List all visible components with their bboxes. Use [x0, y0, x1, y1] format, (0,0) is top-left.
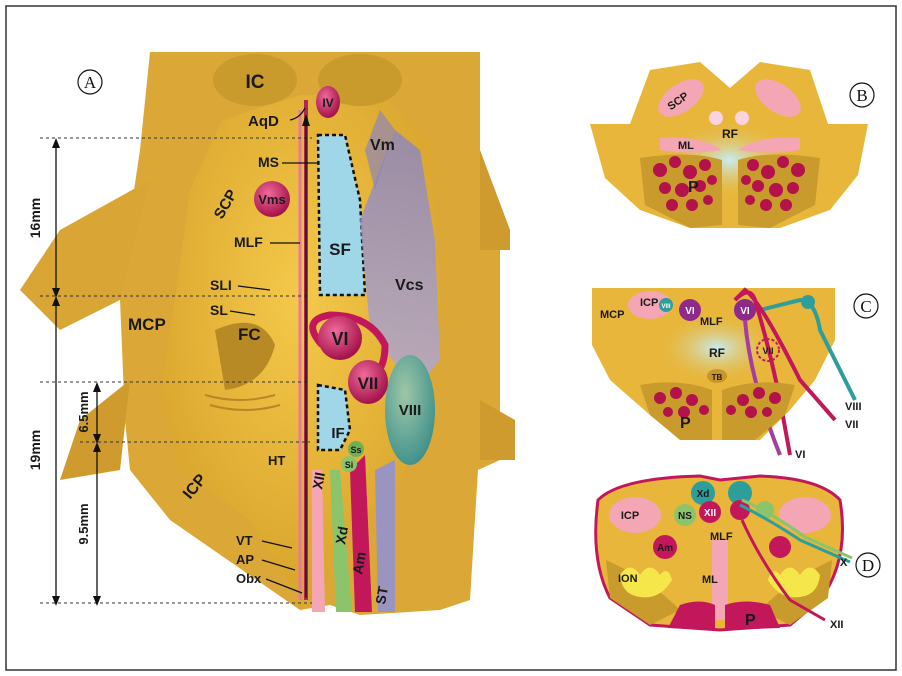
panel-c-label-vii-small: VII: [762, 346, 773, 356]
panel-d-letter: D: [862, 556, 874, 575]
label-fc: FC: [238, 325, 261, 344]
label-sl: SL: [210, 302, 228, 318]
label-sli: SLI: [210, 277, 232, 293]
panel-b-letter: B: [856, 86, 867, 105]
label-vi: VI: [331, 329, 348, 349]
label-vt: VT: [236, 533, 253, 548]
label-aqd: AqD: [248, 113, 279, 130]
label-16mm: 16mm: [27, 198, 43, 238]
label-mlf: MLF: [234, 234, 263, 250]
label-vcs: Vcs: [395, 277, 424, 294]
label-sf: SF: [329, 240, 351, 259]
label-if: IF: [331, 425, 344, 442]
panel-d-label-ns: NS: [678, 511, 692, 522]
label-st: ST: [372, 585, 391, 606]
label-xii: XII: [309, 471, 328, 491]
label-9-5mm: 9.5mm: [76, 503, 91, 544]
panel-d-label-xii-nucleus: XII: [704, 508, 716, 519]
panel-b-mlf-right: [735, 111, 749, 125]
label-6-5mm: 6.5mm: [76, 391, 91, 432]
panel-c-label-viii-small: VIII: [661, 304, 670, 310]
label-ic: IC: [246, 72, 265, 93]
label-obx: Obx: [236, 571, 262, 586]
panel-d-label-x: X: [840, 557, 848, 569]
panel-c-label-rf: RF: [709, 346, 725, 360]
panel-c-label-mcp: MCP: [600, 309, 624, 321]
panel-c-viii-right: [801, 295, 815, 309]
panel-d-label-ml: ML: [702, 574, 718, 586]
panel-d-label-xii: XII: [830, 619, 843, 631]
panel-c-label-vi-right: VI: [740, 306, 750, 317]
label-xd: Xd: [332, 525, 351, 545]
label-19mm: 19mm: [27, 430, 43, 470]
panel-c-label-tb: TB: [712, 373, 723, 382]
panel-d-label-am: Am: [657, 543, 673, 554]
panel-a-letter: A: [84, 73, 97, 92]
label-mcp: MCP: [128, 315, 166, 334]
label-ht: HT: [268, 453, 285, 468]
panel-c-letter: C: [860, 297, 871, 316]
label-vii: VII: [358, 374, 379, 393]
panel-c-label-vi: VI: [795, 449, 805, 461]
panel-d-label-xd: Xd: [697, 489, 710, 500]
label-vm: Vm: [370, 137, 395, 154]
panel-d-am-right: [769, 536, 791, 558]
panel-d-label-ion: ION: [618, 573, 638, 585]
panel-b-mlf-left: [709, 111, 723, 125]
panel-b-label-ml: ML: [678, 140, 694, 152]
panel-d-label-p: P: [745, 612, 756, 629]
label-ap: AP: [236, 552, 254, 567]
panel-c-label-vi-left: VI: [685, 306, 695, 317]
label-ms: MS: [258, 154, 279, 170]
panel-d-label-icp: ICP: [621, 510, 639, 522]
panel-b-label-p: P: [688, 179, 699, 196]
label-iv: IV: [322, 96, 333, 110]
panel-b-label-rf: RF: [722, 127, 738, 141]
panel-c-label-icp: ICP: [640, 297, 658, 309]
label-viii: VIII: [399, 402, 422, 419]
panel-c-label-mlf: MLF: [700, 316, 723, 328]
label-si: Si: [345, 460, 354, 470]
label-ss: Ss: [350, 445, 361, 455]
panel-d-icp-right: [779, 497, 831, 533]
panel-c-label-viii: VIII: [845, 401, 862, 413]
label-vms: Vms: [258, 192, 285, 207]
panel-c-label-vii: VII: [845, 419, 858, 431]
panel-c-label-p: P: [680, 415, 691, 432]
